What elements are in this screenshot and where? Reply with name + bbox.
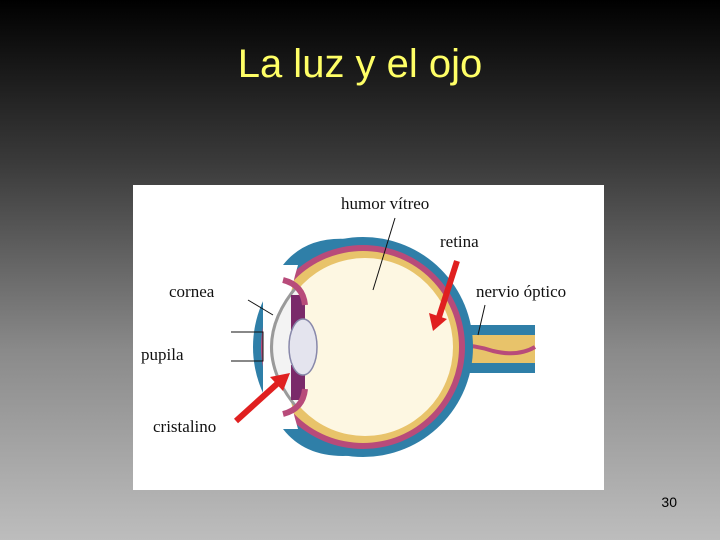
slide-title: La luz y el ojo	[237, 42, 483, 86]
label-humor-vitreo: humor vítreo	[341, 194, 429, 213]
eye-diagram: humor vítreo retina cornea nervio óptico…	[133, 185, 604, 490]
page-number: 30	[661, 494, 677, 510]
label-cristalino: cristalino	[153, 417, 216, 436]
label-pupila: pupila	[141, 345, 184, 364]
label-cornea: cornea	[169, 282, 215, 301]
label-retina: retina	[440, 232, 479, 251]
eye-illustration: humor vítreo retina cornea nervio óptico…	[141, 194, 566, 457]
cristalino-arrow	[233, 373, 290, 424]
lens-shape	[288, 318, 318, 376]
retina-arrow	[429, 260, 460, 331]
label-nervio-optico: nervio óptico	[476, 282, 566, 301]
vitreous-humor	[277, 258, 453, 436]
